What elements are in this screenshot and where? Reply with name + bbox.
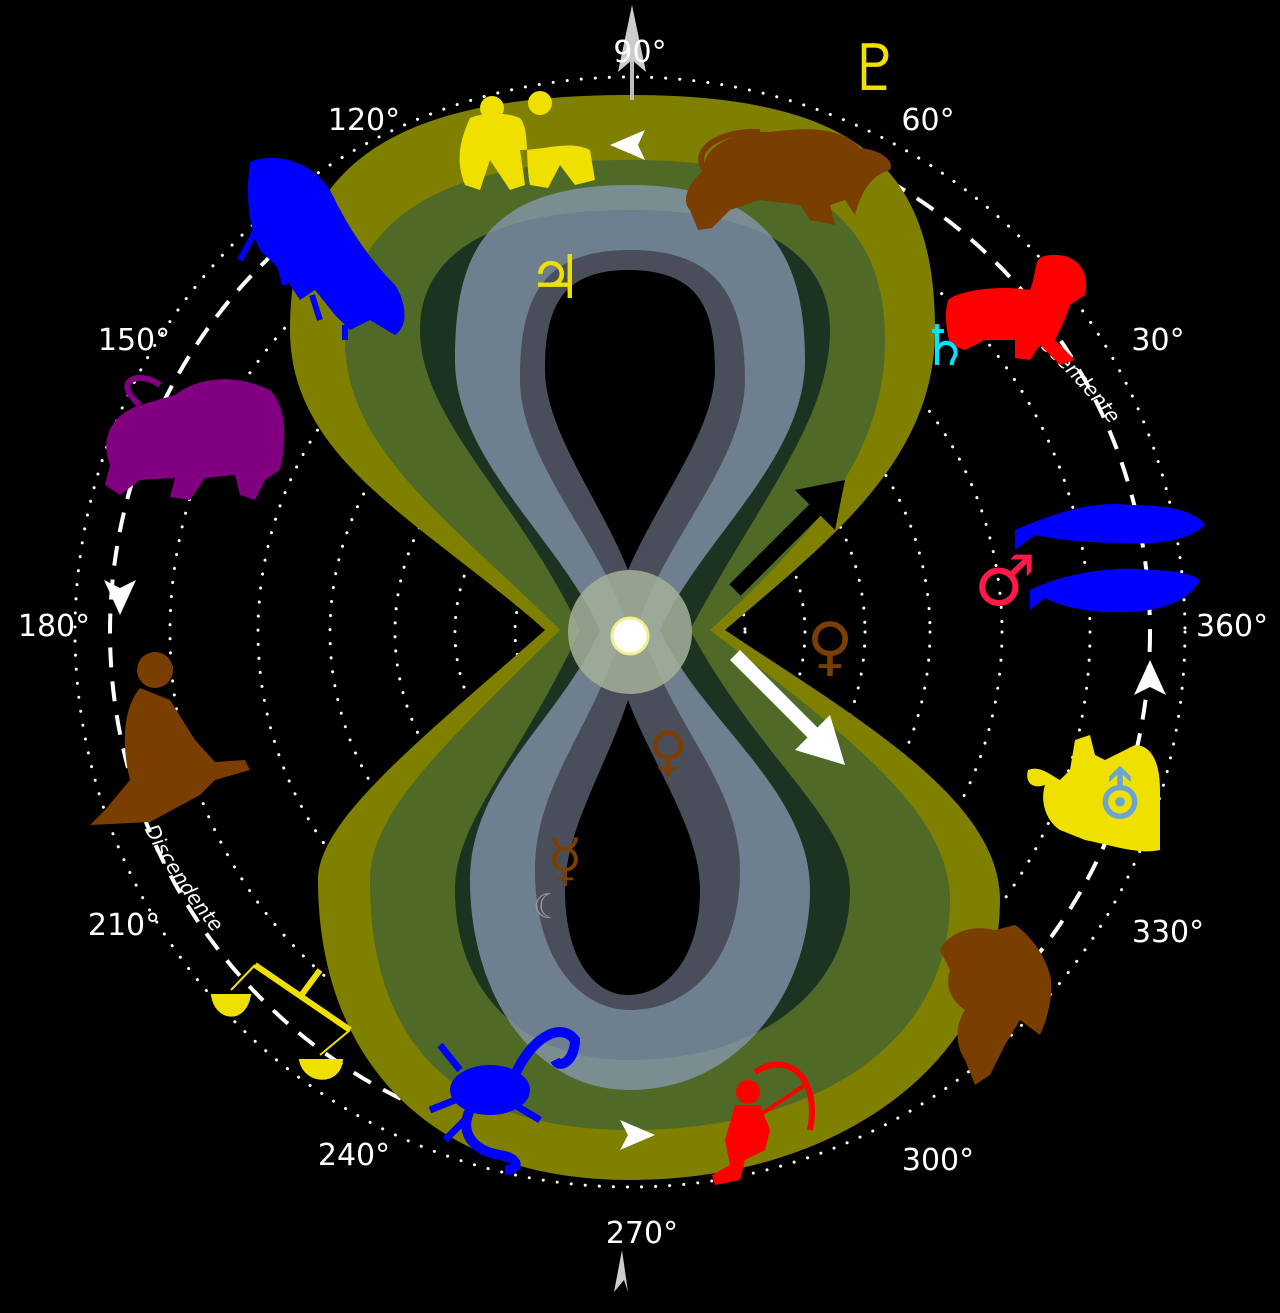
deg-360: 360°: [1196, 609, 1268, 644]
deg-240: 240°: [318, 1138, 390, 1173]
ring-5: [393, 395, 867, 869]
sagittarius-icon: [712, 1061, 815, 1185]
mercury-icon: ☿: [547, 826, 583, 894]
mars-icon: ♂: [974, 540, 1037, 622]
deg-270: 270°: [606, 1216, 678, 1251]
figure-eight: [290, 95, 1000, 1180]
deg-90: 90°: [613, 35, 666, 70]
venus-icon: ♀: [807, 610, 854, 684]
aquarius-icon: [940, 925, 1052, 1085]
dotted-rings: [73, 75, 1187, 1189]
path-arrowheads: [104, 130, 1166, 1150]
pisces-icon: [1015, 504, 1205, 613]
arrow-left-icon: [610, 130, 645, 160]
lower-hole: [565, 700, 700, 995]
saturn-icon: ♄: [920, 314, 970, 379]
degree-labels: 90° 60° 30° 360° 330° 300° 270° 240° 210…: [18, 35, 1268, 1251]
south-arrow-icon: [614, 1250, 628, 1292]
jupiter-icon: ♃: [528, 243, 582, 313]
taurus-icon: [685, 128, 891, 230]
pluto-icon: ♇: [846, 32, 903, 106]
ring-3: [256, 258, 1004, 1006]
deg-330: 330°: [1132, 915, 1204, 950]
virgo-icon: [90, 652, 250, 825]
axis-arrows: [614, 5, 845, 1292]
moon-icon: ☾: [533, 887, 563, 927]
deg-120: 120°: [328, 103, 400, 138]
capricorn-icon: [1027, 735, 1160, 852]
ring-7: [513, 515, 747, 749]
deg-180: 180°: [18, 609, 90, 644]
deg-150: 150°: [98, 323, 170, 358]
arrow-up-icon: [1134, 660, 1166, 695]
ring-1: [73, 75, 1187, 1189]
white-arrow-shaft: [730, 650, 830, 750]
black-arrow-shaft: [729, 489, 836, 596]
libra-icon: [210, 962, 352, 1080]
deg-300: 300°: [902, 1143, 974, 1178]
gemini-icon: [459, 91, 595, 190]
arrow-down-icon: [104, 580, 136, 615]
arrow-right-icon: [620, 1120, 655, 1150]
leo-icon: [105, 374, 285, 500]
ring-2: [168, 170, 1092, 1094]
zodiac-figures: [90, 91, 1205, 1185]
venus-small-icon: ♀: [648, 720, 688, 783]
planet-symbols: ♇ ♃ ♄ ♂ ♀ ♀ ⛢ ☿ ☾: [528, 32, 1143, 927]
ring-6: [453, 455, 807, 809]
sun: [610, 616, 650, 656]
white-arrow-icon: [795, 715, 845, 765]
upper-hole: [545, 270, 715, 570]
deg-30: 30°: [1131, 323, 1184, 358]
deg-60: 60°: [901, 103, 954, 138]
aries-icon: [945, 255, 1087, 365]
ring-4: [328, 330, 932, 934]
scorpio-icon: [428, 1027, 581, 1175]
black-arrow-icon: [795, 480, 845, 530]
north-arrow-icon: [618, 5, 646, 72]
cancer-icon: [237, 157, 405, 340]
uranus-icon: ⛢: [1097, 760, 1142, 833]
deg-210: 210°: [88, 908, 160, 943]
